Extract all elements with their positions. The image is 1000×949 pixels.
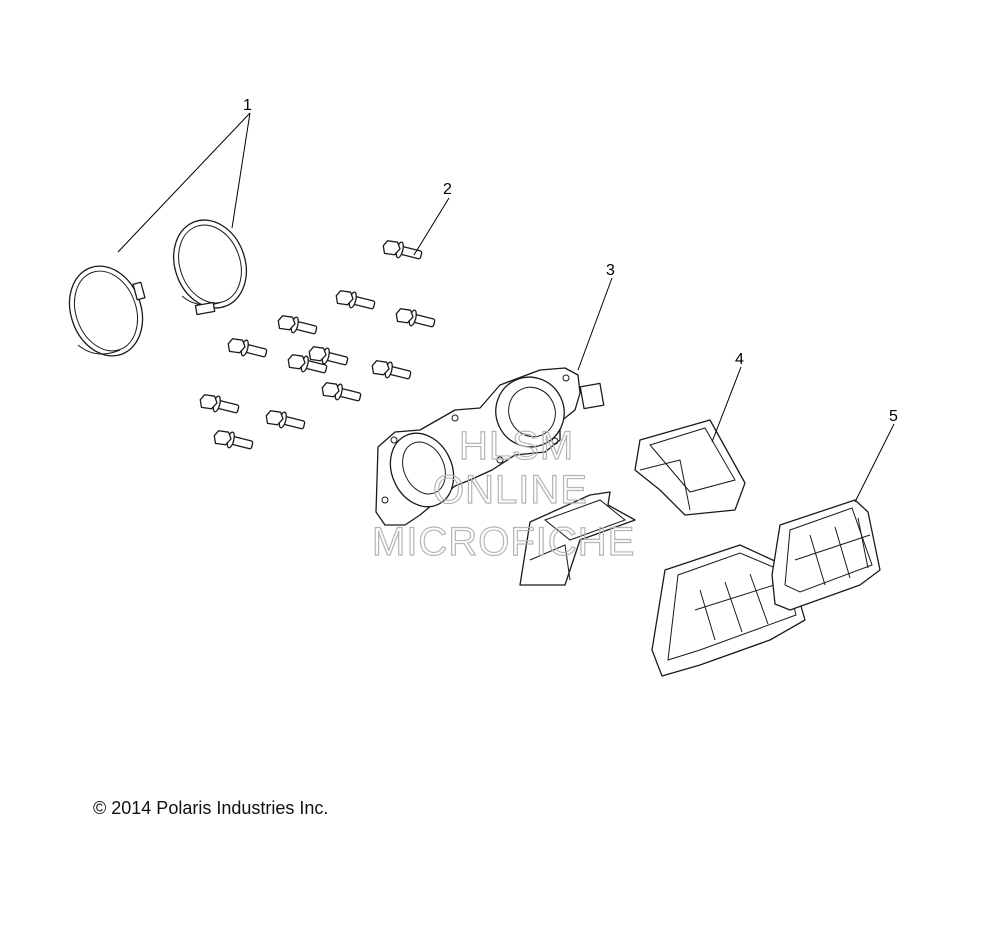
- watermark-line-3: MICROFICHE: [372, 520, 635, 564]
- bolt: [321, 382, 362, 402]
- hose-clamp-right: [173, 219, 247, 316]
- bolt: [277, 315, 318, 335]
- bolt-group: [199, 240, 436, 450]
- callout-2: 2: [443, 181, 452, 198]
- callout-4-leader: [711, 366, 742, 443]
- watermark-line-2: ONLINE: [433, 468, 588, 512]
- callout-3-leader: [577, 277, 613, 371]
- callout-2-leader: [413, 197, 450, 256]
- copyright-notice: © 2014 Polaris Industries Inc.: [93, 798, 329, 818]
- callout-4: 4: [735, 351, 744, 368]
- watermark: HLSM ONLINE MICROFICHE: [371, 423, 635, 564]
- bolt: [371, 360, 412, 380]
- bolt: [227, 338, 268, 358]
- bolt: [213, 430, 254, 450]
- intake-plate: [375, 367, 605, 526]
- reed-spacer-rear: [634, 419, 746, 516]
- reed-valve-rear: [771, 499, 881, 611]
- watermark-line-1: HLSM: [459, 424, 574, 468]
- bolt: [382, 240, 423, 260]
- callout-1: 1: [243, 97, 252, 114]
- bolt: [287, 354, 328, 374]
- reed-valve-front: [651, 544, 806, 677]
- callout-3: 3: [606, 262, 615, 279]
- callout-1-leader: [117, 112, 251, 253]
- reed-spacer-front: [519, 491, 636, 586]
- callout-5: 5: [889, 408, 898, 425]
- bolt: [308, 346, 349, 366]
- hose-clamp-left: [68, 265, 146, 357]
- bolt: [395, 308, 436, 328]
- bolt: [199, 394, 240, 414]
- callout-5-leader: [854, 423, 895, 503]
- bolt: [265, 410, 306, 430]
- bolt: [335, 290, 376, 310]
